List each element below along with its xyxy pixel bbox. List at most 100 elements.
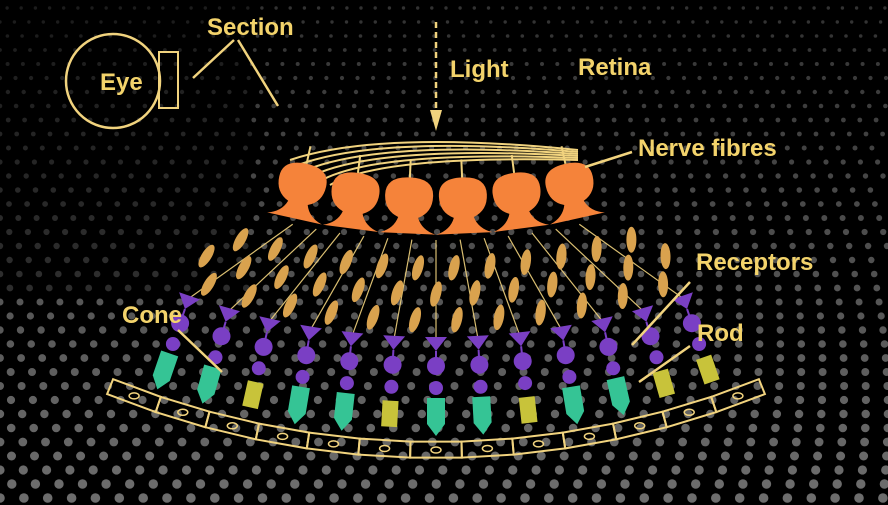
bipolar-cell (408, 307, 422, 333)
cone-cell (152, 350, 179, 390)
bipolar-cell (232, 228, 249, 252)
bipolar-cell (556, 243, 567, 270)
receptors-label: Receptors (696, 249, 813, 276)
receptor-terminal (606, 361, 621, 376)
receptor-nucleus (340, 352, 359, 371)
bipolar-connection (310, 235, 365, 330)
receptor-nucleus (171, 314, 190, 333)
ganglion-cell (322, 154, 380, 233)
retina-label: Retina (578, 54, 652, 81)
pigment-nucleus (532, 440, 545, 448)
cone-label: Cone (122, 302, 182, 329)
section-box (158, 51, 179, 109)
rod-pointer (638, 344, 691, 384)
pigment-nucleus (276, 432, 289, 441)
receptor-terminal (649, 350, 664, 365)
bipolar-cell (375, 253, 389, 279)
receptor-terminal (165, 337, 180, 351)
bipolar-cell (547, 271, 558, 298)
eye-label: Eye (100, 69, 143, 96)
rod-label: Rod (697, 320, 744, 347)
light-label: Light (450, 56, 509, 83)
bipolar-cell (617, 283, 628, 309)
bipolar-cell (390, 280, 404, 306)
bipolar-cell (448, 255, 460, 281)
bipolar-cell (591, 236, 602, 262)
pigment-nucleus (128, 392, 140, 400)
receptor-terminal (562, 369, 577, 384)
pigment-nucleus (633, 422, 646, 430)
bipolar-cell (658, 271, 669, 298)
pigment-nucleus (683, 408, 695, 417)
bipolar-connection (268, 232, 341, 322)
bipolar-cell (430, 281, 442, 307)
section-label: Section (207, 14, 294, 41)
cone-cell (562, 385, 585, 425)
rod-cell (381, 400, 399, 428)
bipolar-cell (351, 277, 365, 303)
nerve-fibre (297, 144, 579, 166)
bipolar-cell (623, 254, 634, 281)
receptor-nucleus (297, 346, 316, 365)
receptor-terminal (473, 379, 488, 394)
pigment-nucleus (378, 444, 391, 453)
bipolar-cell (469, 280, 481, 306)
nerve-fibre (289, 141, 579, 161)
ganglion-cell (267, 146, 327, 225)
bipolar-cell (241, 284, 257, 308)
cone-cell (427, 398, 445, 436)
bipolar-cell (366, 304, 380, 330)
pigment-nucleus (177, 408, 189, 417)
bipolar-cell (267, 237, 283, 261)
receptor-layer (152, 292, 720, 436)
pigment-nucleus (732, 392, 744, 400)
nerve-fibre (321, 155, 579, 181)
receptor-nucleus (427, 357, 445, 375)
rod-cell (242, 380, 264, 410)
receptor-nucleus (254, 337, 273, 356)
receptor-nucleus (682, 314, 701, 333)
bipolar-cell (274, 265, 289, 289)
receptor-nucleus (599, 337, 618, 356)
bipolar-connection (351, 237, 389, 336)
cone-cell (287, 385, 310, 425)
bipolar-cell (312, 272, 327, 297)
light-arrow (430, 22, 442, 131)
receptor-terminal (518, 376, 533, 391)
bipolar-cell (200, 272, 217, 296)
bipolar-cell (626, 226, 637, 253)
light-arrowhead (430, 110, 442, 131)
bipolar-cell (339, 249, 353, 275)
label-pointers (177, 150, 691, 384)
bipolar-cell (576, 292, 587, 319)
bipolar-connection (531, 232, 604, 322)
section-pointer-line (192, 39, 235, 79)
ganglion-cell (379, 159, 436, 235)
nerve-fibre (305, 148, 579, 171)
receptor-nucleus (212, 327, 231, 346)
cone-cell (333, 392, 355, 431)
bipolar-connection (459, 239, 479, 339)
receptors-pointer (631, 281, 691, 346)
bipolar-cell (508, 276, 520, 303)
pigment-epithelium (105, 377, 767, 459)
ganglion-cell (436, 159, 493, 235)
eye-schematic (64, 32, 280, 130)
bipolar-cell-layer (188, 223, 684, 340)
bipolar-cell (660, 243, 671, 270)
receptor-terminal (251, 361, 266, 376)
receptor-terminal (692, 337, 707, 351)
receptor-terminal (295, 369, 310, 384)
receptor-nucleus (556, 346, 575, 365)
rod-cell (518, 396, 538, 424)
bipolar-cell (303, 244, 318, 269)
bipolar-cell (411, 255, 425, 281)
nerve-fibre (313, 152, 579, 176)
receptor-nucleus (383, 355, 402, 374)
bipolar-connection (555, 228, 644, 312)
bipolar-cell (493, 304, 505, 331)
receptor-terminal (429, 381, 443, 395)
bipolar-cell (535, 299, 546, 326)
